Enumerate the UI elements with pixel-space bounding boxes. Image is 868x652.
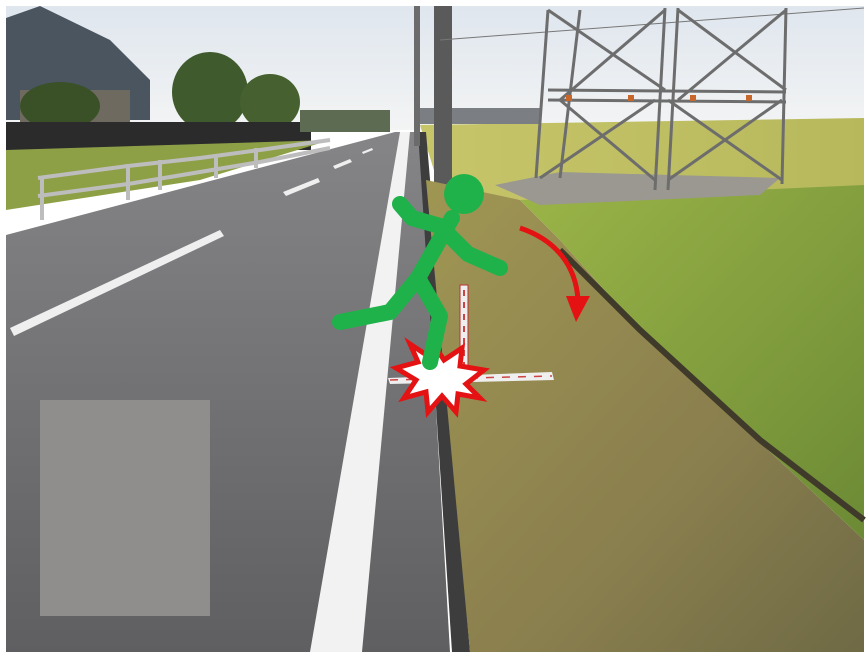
tree-1	[172, 52, 248, 132]
fall-arrow-icon	[519, 225, 590, 322]
transmission-tower	[534, 7, 788, 191]
power-line	[439, 7, 865, 41]
running-person-icon	[332, 174, 508, 370]
drainage-ditch	[557, 247, 866, 523]
utility-pole	[434, 6, 452, 196]
utility-pole-far	[414, 6, 420, 146]
distant-buildings	[300, 110, 390, 132]
tree-2	[240, 74, 300, 130]
edge-line	[310, 132, 410, 652]
guardrail	[37, 138, 331, 220]
bush	[20, 82, 100, 130]
left-grass-strip	[6, 140, 330, 210]
dry-grass-verge	[426, 180, 864, 652]
impact-burst-icon	[389, 336, 491, 418]
redacted-area	[40, 400, 210, 616]
tower-base-pad	[495, 172, 780, 205]
center-dash-lines	[10, 148, 373, 336]
tower-markers	[566, 95, 752, 101]
